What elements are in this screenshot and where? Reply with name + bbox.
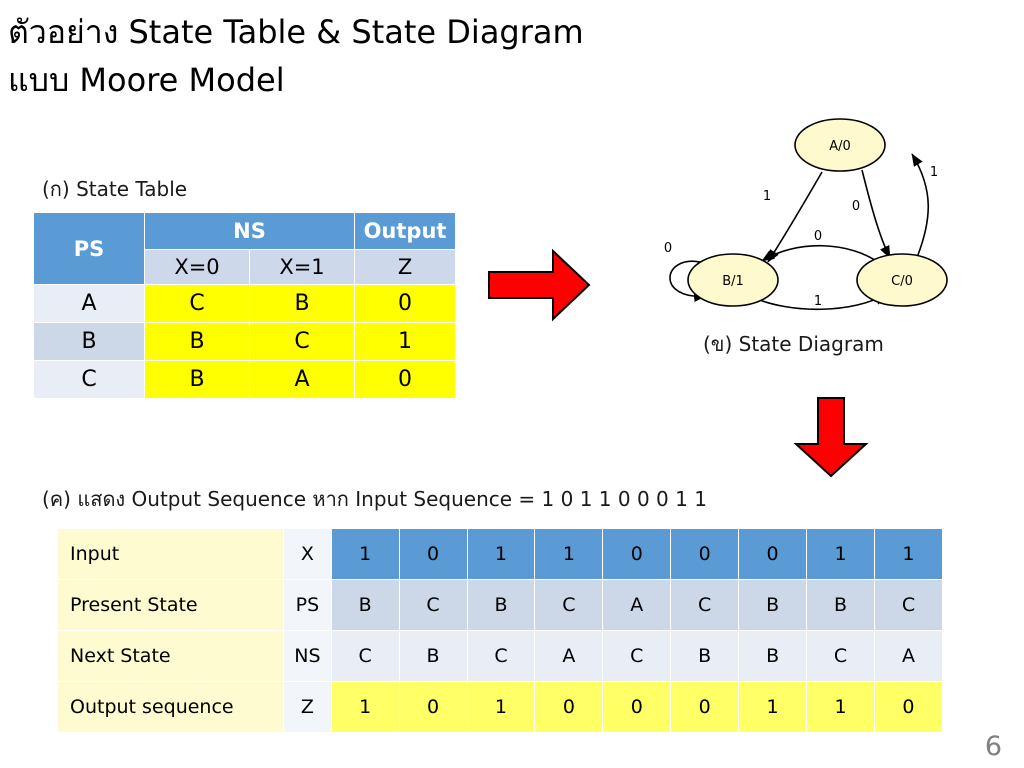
cell-ps: C	[34, 361, 144, 398]
table-row: Output sequence Z 1 0 1 0 0 0 1 1 0	[58, 682, 942, 732]
seq-cell: C	[331, 631, 399, 681]
seq-cell: 1	[331, 529, 399, 579]
seq-cell: B	[331, 580, 399, 630]
edge-label-b-to-c: 1	[814, 294, 822, 309]
cell-output-z: 0	[355, 285, 456, 322]
seq-cell: 0	[671, 529, 739, 579]
seq-row-symbol: Z	[284, 682, 331, 732]
cell-ns-x1: C	[250, 323, 355, 360]
seq-row-symbol: X	[284, 529, 331, 579]
cell-ns-x1: A	[250, 361, 355, 398]
seq-cell: C	[671, 580, 739, 630]
seq-cell: C	[535, 580, 603, 630]
seq-cell: 0	[399, 682, 467, 732]
seq-cell: A	[603, 580, 671, 630]
seq-cell: B	[739, 580, 807, 630]
seq-row-symbol: NS	[284, 631, 331, 681]
edge-label-c-to-b: 0	[814, 229, 822, 244]
page-title: ตัวอย่าง State Table & State Diagram แบบ…	[8, 8, 908, 104]
table-row: Next State NS C B C A C B B C A	[58, 631, 942, 681]
state-node-a[interactable]	[794, 118, 886, 172]
seq-cell: C	[807, 631, 874, 681]
seq-row-label: Output sequence	[58, 682, 284, 732]
edge-b-self-loop	[669, 260, 707, 303]
table-row: Present State PS B C B C A C B B C	[58, 580, 942, 630]
state-diagram: A/0 B/1 C/0 1 0 0 1 0 1	[664, 118, 948, 311]
caption-state-diagram: (ข) State Diagram	[703, 332, 884, 356]
caption-sequence: (ค) แสดง Output Sequence หาก Input Seque…	[42, 487, 707, 511]
subheader-x0: X=0	[145, 250, 249, 284]
seq-cell: 1	[739, 682, 807, 732]
state-table-header-row: PS NS Output	[34, 213, 456, 284]
edge-label-b-self-loop: 0	[664, 241, 672, 256]
state-node-b-label: B/1	[722, 274, 744, 289]
state-node-c-label: C/0	[891, 274, 913, 289]
seq-cell: C	[399, 580, 467, 630]
seq-cell: 0	[603, 529, 671, 579]
seq-cell: C	[603, 631, 671, 681]
seq-cell: B	[399, 631, 467, 681]
seq-cell: 0	[535, 682, 603, 732]
seq-row-label: Present State	[58, 580, 284, 630]
header-output: Output	[355, 213, 456, 249]
seq-row-label: Next State	[58, 631, 284, 681]
edge-c-to-b	[761, 244, 883, 266]
title-line-2: แบบ Moore Model	[8, 61, 285, 99]
state-node-a-label: A/0	[829, 139, 851, 154]
caption-state-table: (ก) State Table	[42, 177, 188, 201]
table-row: C B A 0	[34, 361, 456, 398]
edge-label-a-to-b: 1	[763, 189, 771, 204]
seq-row-label: Input	[58, 529, 284, 579]
seq-cell: 1	[807, 682, 874, 732]
seq-cell: 1	[467, 529, 535, 579]
cell-ps: B	[34, 323, 144, 360]
edge-c-to-a	[911, 153, 930, 261]
page-number: 6	[984, 731, 1002, 762]
seq-cell: 1	[331, 682, 399, 732]
sequence-table: Input X 1 0 1 1 0 0 0 1 1 Present State …	[57, 528, 943, 733]
seq-cell: 1	[535, 529, 603, 579]
cell-output-z: 0	[355, 361, 456, 398]
header-ps: PS	[34, 213, 144, 284]
seq-cell: 1	[874, 529, 942, 579]
seq-cell: C	[467, 631, 535, 681]
table-row: Input X 1 0 1 1 0 0 0 1 1	[58, 529, 942, 579]
seq-cell: B	[671, 631, 739, 681]
seq-cell: 0	[399, 529, 467, 579]
seq-cell: B	[739, 631, 807, 681]
state-table: PS NS Output X=0 X=1 Z A C B 0 B B C 1	[33, 212, 457, 399]
state-node-b[interactable]	[687, 253, 779, 307]
seq-cell: 1	[807, 529, 874, 579]
seq-row-symbol: PS	[284, 580, 331, 630]
edge-a-to-c	[861, 169, 891, 259]
table-row: B B C 1	[34, 323, 456, 360]
seq-cell: A	[535, 631, 603, 681]
seq-cell: 0	[603, 682, 671, 732]
state-table-subheader-row: X=0 X=1 Z	[34, 250, 456, 284]
red-down-arrow-icon	[793, 397, 869, 478]
seq-cell: 1	[467, 682, 535, 732]
cell-ns-x0: C	[145, 285, 249, 322]
cell-ns-x1: B	[250, 285, 355, 322]
subheader-x1: X=1	[250, 250, 355, 284]
seq-cell: A	[874, 631, 942, 681]
red-right-arrow-icon	[488, 248, 591, 322]
cell-ns-x0: B	[145, 361, 249, 398]
seq-cell: 0	[874, 682, 942, 732]
title-line-1: ตัวอย่าง State Table & State Diagram	[8, 13, 584, 51]
seq-cell: B	[467, 580, 535, 630]
header-ns: NS	[145, 213, 355, 249]
subheader-z: Z	[355, 250, 456, 284]
seq-cell: B	[807, 580, 874, 630]
cell-ns-x0: B	[145, 323, 249, 360]
table-row: A C B 0	[34, 285, 456, 322]
edge-label-a-to-c: 0	[852, 199, 860, 214]
seq-cell: C	[874, 580, 942, 630]
edge-label-c-to-a: 1	[930, 165, 938, 180]
cell-output-z: 1	[355, 323, 456, 360]
seq-cell: 0	[671, 682, 739, 732]
seq-cell: 0	[739, 529, 807, 579]
state-node-c[interactable]	[856, 253, 948, 307]
cell-ps: A	[34, 285, 144, 322]
